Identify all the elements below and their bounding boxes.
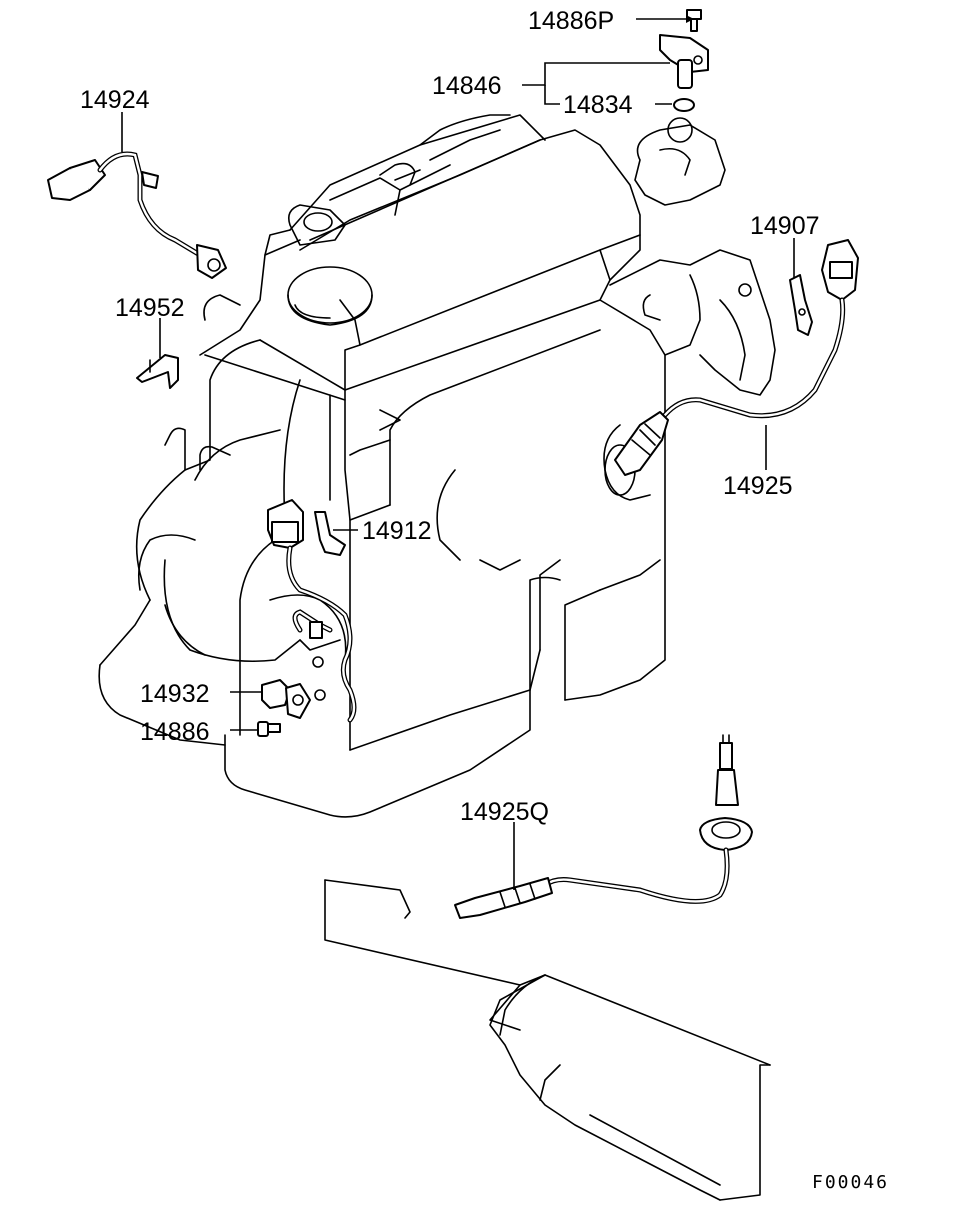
sensor-harness-14924 — [47, 151, 227, 279]
label-14834: 14834 — [563, 91, 633, 119]
exhaust-pipe — [324, 879, 771, 1201]
label-14912: 14912 — [362, 517, 432, 545]
oxygen-sensor-14925 — [614, 239, 859, 476]
leader-lines — [121, 15, 795, 890]
oxygen-sensor-14925Q — [454, 734, 753, 919]
bracket-14952 — [136, 354, 179, 389]
label-14846: 14846 — [432, 72, 502, 100]
bolt-14886 — [257, 721, 281, 737]
cam-position-sensor-14846 — [659, 34, 709, 89]
label-14925Q: 14925Q — [460, 798, 549, 826]
figure-code: F00046 — [812, 1172, 889, 1193]
label-14925: 14925 — [723, 472, 793, 500]
bracket-14907 — [789, 274, 813, 336]
engine-block — [98, 114, 776, 818]
label-14907: 14907 — [750, 212, 820, 240]
label-14924: 14924 — [80, 86, 150, 114]
label-14886P: 14886P — [528, 7, 614, 35]
label-14952: 14952 — [115, 294, 185, 322]
o-ring-14834 — [673, 98, 695, 112]
crank-sensor-harness-14912 — [267, 499, 357, 723]
label-14932: 14932 — [140, 680, 210, 708]
crank-position-sensor-14932 — [261, 679, 311, 719]
label-14886: 14886 — [140, 718, 210, 746]
